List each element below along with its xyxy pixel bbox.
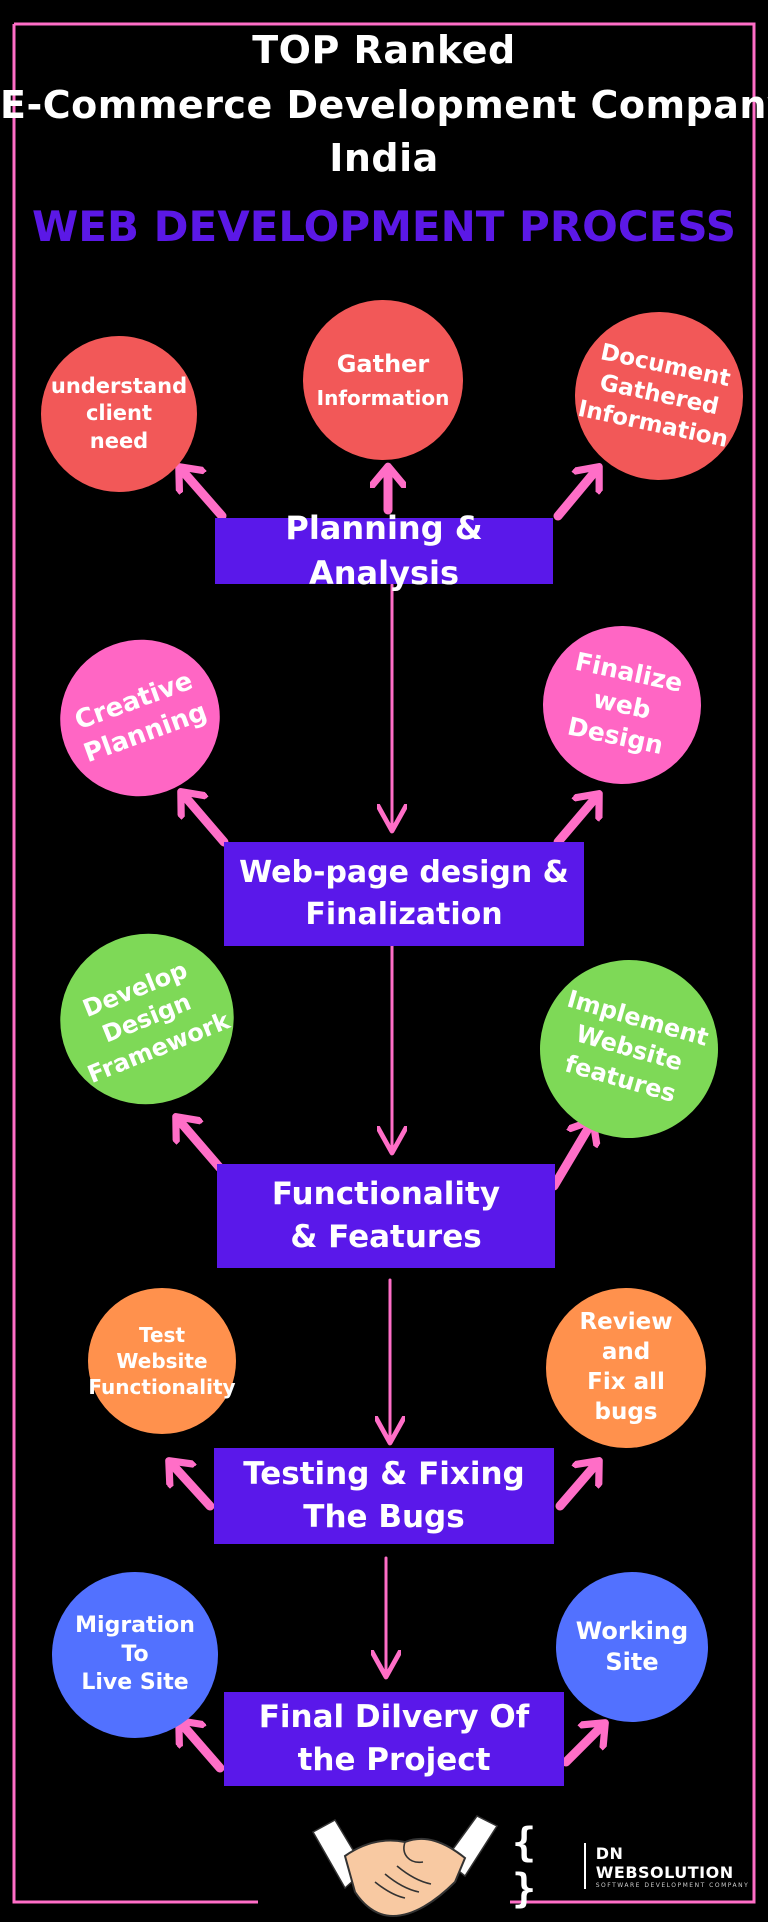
company-logo: { } DN WEBSOLUTION SOFTWARE DEVELOPMENT … — [512, 1820, 756, 1912]
circle-working-site: Working Site — [556, 1572, 708, 1722]
arrow-to-review — [555, 1462, 598, 1511]
information-label: Information — [316, 385, 450, 410]
circle-gather-information: Gather Information — [303, 300, 463, 460]
gather-label: Gather — [336, 350, 430, 379]
stage-planning-analysis: Planning & Analysis — [215, 509, 553, 592]
header-line-1: TOP Ranked — [252, 28, 516, 72]
arrow-to-creative — [182, 793, 229, 847]
arrow-to-test — [170, 1462, 215, 1511]
circle-migration-live-site: Migration To Live Site — [52, 1572, 218, 1738]
arrow-to-understand — [180, 468, 227, 521]
arrow-to-finalize — [553, 795, 598, 847]
circle-review-fix-bugs: Review and Fix all bugs — [546, 1288, 706, 1448]
arrow-to-document — [553, 468, 598, 521]
logo-text: DN WEBSOLUTION SOFTWARE DEVELOPMENT COMP… — [596, 1844, 756, 1889]
stage-final-delivery: Final Dilvery Of the Project — [224, 1692, 564, 1786]
header-line-2: E-Commerce Development Company — [0, 83, 768, 127]
logo-tagline: SOFTWARE DEVELOPMENT COMPANY — [595, 1881, 750, 1889]
header-line-3: India — [329, 136, 439, 180]
handshake-icon — [311, 1815, 499, 1918]
stage-functionality-features: Functionality & Features — [217, 1164, 555, 1268]
arrow-to-working — [561, 1724, 604, 1767]
arrow-to-migration — [180, 1722, 225, 1773]
arrow-to-develop — [177, 1118, 225, 1173]
arrow-to-implement — [549, 1122, 592, 1191]
process-subtitle: WEB DEVELOPMENT PROCESS — [31, 202, 736, 251]
logo-brand: DN WEBSOLUTION — [595, 1843, 734, 1882]
logo-symbol: { } — [512, 1820, 536, 1912]
logo-divider — [583, 1843, 586, 1889]
circle-understand-client-need: understand client need — [41, 336, 197, 492]
stage-testing-fixing: Testing & Fixing The Bugs — [214, 1448, 554, 1544]
stage-webpage-design: Web-page design & Finalization — [224, 842, 584, 946]
circle-test-website-functionality: Test Website Functionality — [88, 1288, 236, 1434]
